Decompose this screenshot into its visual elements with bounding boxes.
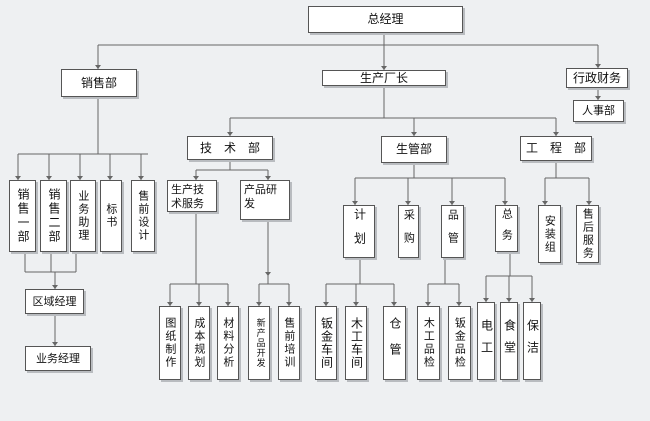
regional-manager-box: 区域经理 — [25, 289, 84, 314]
quality-box: 品管 — [441, 205, 464, 258]
engineering-dept-box: 工 程 部 — [520, 136, 592, 161]
sales-unit-presales-design: 售前设计 — [131, 180, 155, 252]
tech-service-box: 生产技术服务 — [167, 180, 217, 212]
woodwork-workshop-box: 木工车间 — [345, 306, 367, 380]
electrician-box: 电工 — [477, 302, 495, 380]
material-analysis-box: 材料分析 — [217, 306, 239, 380]
sales-unit-assistant: 业务助理 — [70, 180, 96, 252]
business-manager-box: 业务经理 — [25, 346, 91, 371]
presales-training-box: 售前培训 — [278, 306, 300, 380]
admin-finance-box: 行政财务 — [566, 68, 628, 88]
cost-planning-box: 成本规划 — [188, 306, 210, 380]
canteen-box: 食堂 — [500, 302, 518, 380]
metal-inspection-box: 钣金品检 — [448, 306, 471, 380]
general-affairs-box: 总务 — [495, 205, 518, 252]
tech-dept-box: 技 术 部 — [187, 136, 273, 160]
cleaning-box: 保洁 — [523, 302, 541, 380]
new-product-box: 新产品开发 — [248, 306, 270, 380]
ceo-box: 总经理 — [308, 6, 463, 33]
sales-unit-bidding: 标书 — [100, 180, 122, 252]
purchasing-box: 采购 — [398, 205, 419, 258]
rnd-box: 产品研发 — [240, 180, 290, 220]
planning-box: 计划 — [343, 205, 375, 258]
sales-unit-1: 销售一部 — [9, 180, 36, 252]
sales-dept-box: 销售部 — [61, 69, 137, 97]
sales-unit-2: 销售二部 — [40, 180, 67, 252]
production-director-box: 生产厂长 — [322, 70, 446, 86]
hr-dept-box: 人事部 — [573, 100, 624, 122]
drawing-box: 图纸制作 — [159, 306, 181, 380]
sheet-metal-workshop-box: 钣金车间 — [315, 306, 337, 380]
warehouse-box: 仓管 — [383, 306, 406, 380]
installation-team-box: 安装组 — [538, 205, 561, 263]
wood-inspection-box: 木工品检 — [417, 306, 440, 380]
after-sales-box: 售后服务 — [576, 205, 599, 263]
production-mgmt-box: 生管部 — [381, 136, 447, 163]
